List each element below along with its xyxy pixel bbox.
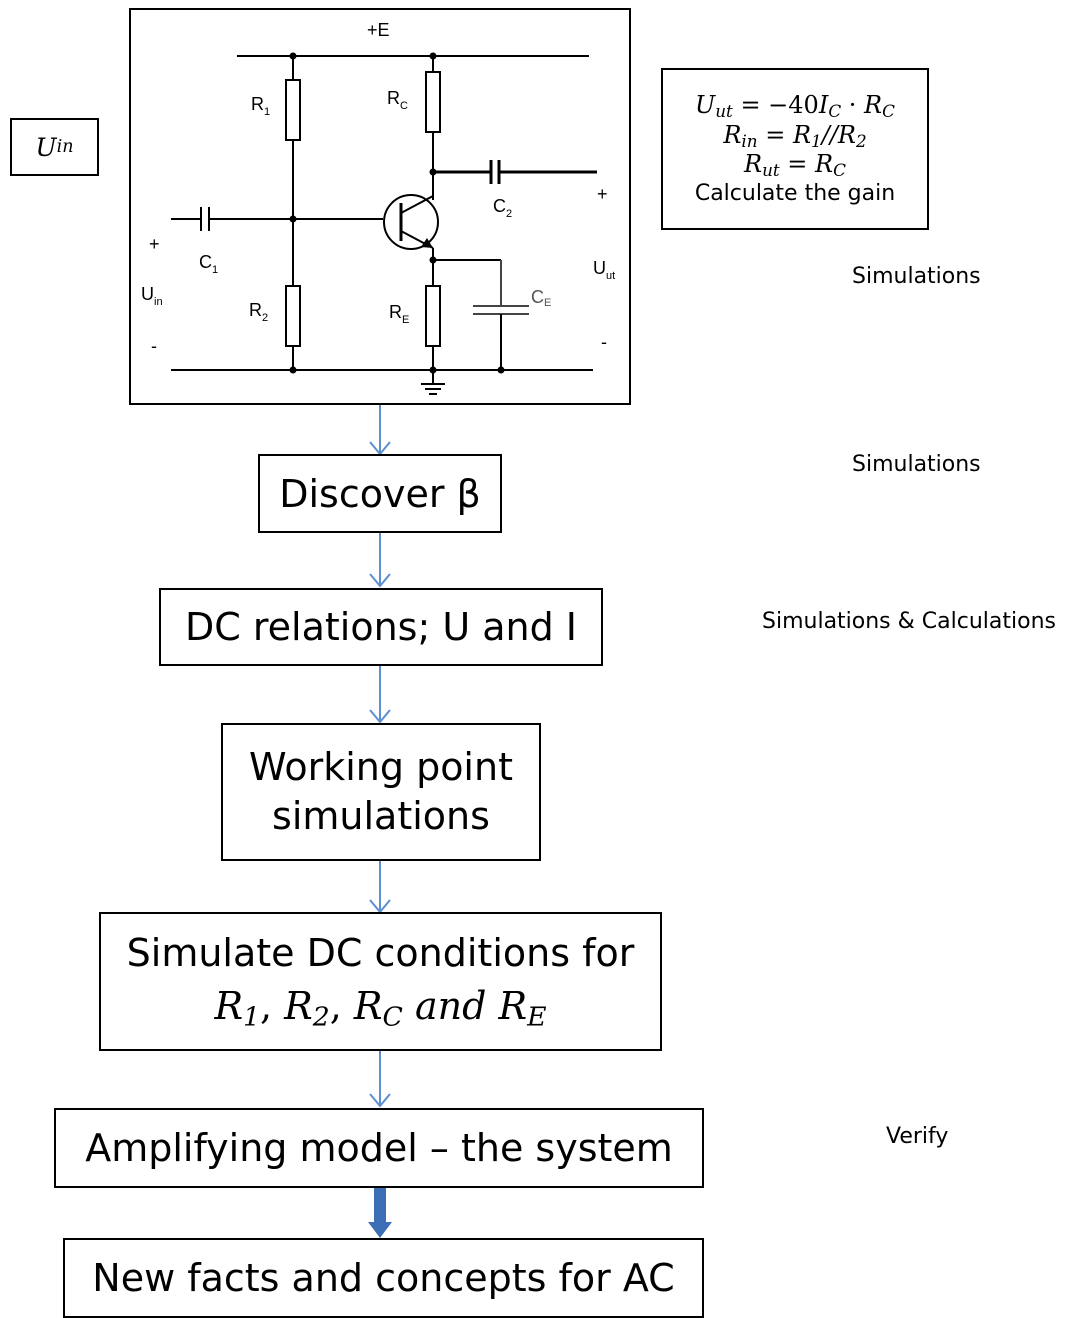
input-minus: - [151, 336, 157, 356]
thick-arrow-shaft [374, 1188, 386, 1224]
input-plus: + [149, 234, 160, 254]
equation-rut: Rut = RC [744, 150, 846, 181]
step-simulate-dc: Simulate DC conditions for R1, R2, RC an… [99, 912, 662, 1051]
step-amplifying-model: Amplifying model – the system [54, 1108, 704, 1188]
supply-label: +E [367, 20, 390, 40]
step-new-facts: New facts and concepts for AC [63, 1238, 704, 1318]
simulate-dc-line1: Simulate DC conditions for [126, 930, 635, 975]
arrowhead-5 [369, 1093, 391, 1108]
note-simulations-calculations: Simulations & Calculations [762, 609, 1056, 634]
re-label: RE [389, 302, 409, 326]
step-discover-beta: Discover β [258, 454, 502, 533]
note-simulations-2: Simulations [852, 452, 981, 477]
c2-label: C2 [493, 196, 512, 220]
uin-label: Uin [141, 284, 163, 308]
resistor-rc [425, 71, 441, 133]
resistor-re [425, 285, 441, 347]
arrowhead-2 [369, 573, 391, 588]
note-simulations-1: Simulations [852, 264, 981, 289]
resistor-r2 [285, 285, 301, 347]
calculate-gain-text: Calculate the gain [694, 180, 896, 206]
simulate-dc-line2: R1, R2, RC and RE [214, 984, 547, 1033]
uut-label: Uut [593, 258, 615, 282]
note-verify: Verify [886, 1124, 949, 1149]
input-label-sub: in [56, 137, 74, 157]
equations-box: Uut = −40IC · RC Rin = R1//R2 Rut = RC C… [661, 68, 929, 230]
r2-label: R2 [249, 300, 268, 324]
thick-arrowhead [368, 1222, 392, 1238]
c1-label: C1 [199, 252, 218, 276]
r1-label: R1 [251, 94, 270, 118]
output-plus: + [597, 184, 608, 204]
circuit-box: +E R1 RC C2 C1 R2 RE CE Uin Uut + - + - [129, 8, 631, 405]
arrowhead-3 [369, 709, 391, 724]
ce-label: CE [531, 287, 551, 309]
equation-rin: Rin = R1//R2 [723, 120, 867, 151]
transistor-arrow [421, 238, 433, 248]
transistor-body [383, 194, 439, 250]
step-dc-relations: DC relations; U and I [159, 588, 603, 666]
input-label-base: U [35, 132, 57, 162]
resistor-r1 [285, 79, 301, 141]
step-working-point: Working point simulations [221, 723, 541, 861]
circuit-schematic: +E R1 RC C2 C1 R2 RE CE Uin Uut + - + - [141, 20, 615, 395]
equation-uut: Uut = −40IC · RC [695, 91, 895, 122]
rc-label: RC [387, 88, 408, 112]
output-minus: - [601, 332, 607, 352]
